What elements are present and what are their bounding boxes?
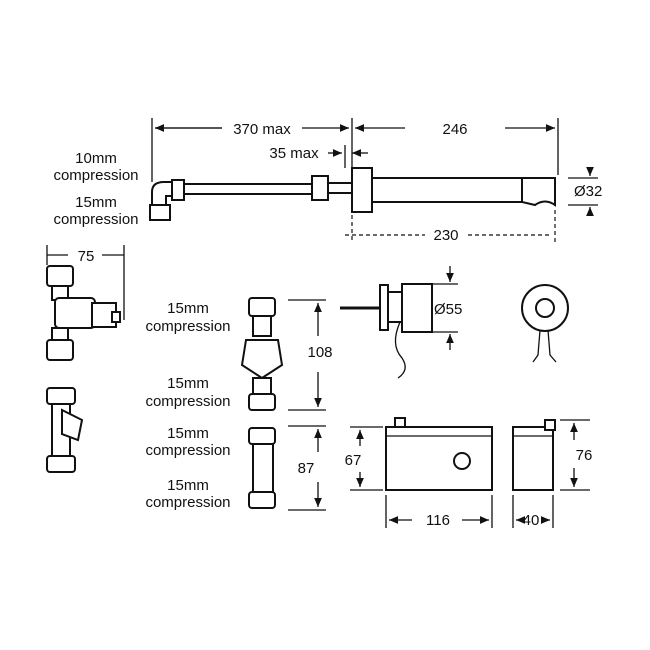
- label-strainer-bottom-size: 15mm: [167, 477, 209, 494]
- control-box-drawing: 67 116: [345, 417, 493, 529]
- sensor-drawing: Ø55: [340, 266, 462, 379]
- label-valve-top-size: 15mm: [167, 300, 209, 317]
- dim-wall-max: 35 max: [269, 145, 319, 162]
- dim-valve-height: 108: [307, 344, 332, 361]
- label-inlet-10-type: compression: [53, 167, 138, 184]
- dim-spout-length: 246: [442, 121, 467, 138]
- sensor-front-drawing: [521, 284, 569, 363]
- dim-overall-max: 370 max: [233, 121, 291, 138]
- spout-drawing: Ø32 230: [149, 166, 602, 244]
- solenoid-valve-drawing: 75: [46, 245, 125, 361]
- inline-strainer-drawing: 87: [248, 425, 326, 511]
- strainer-drawing: [46, 387, 84, 473]
- label-valve-bottom-type: compression: [145, 393, 230, 410]
- dim-valve-width: 75: [78, 248, 95, 265]
- dim-spout-diameter: Ø32: [574, 183, 602, 200]
- dim-spout-reach: 230: [433, 227, 458, 244]
- label-strainer-top-type: compression: [145, 442, 230, 459]
- isolating-valve-drawing: 108: [240, 297, 333, 411]
- label-valve-top-type: compression: [145, 318, 230, 335]
- dim-370-246: 370 max 246: [151, 118, 559, 182]
- label-inlet-15-size: 15mm: [75, 194, 117, 211]
- dim-box-height-side: 76: [576, 447, 593, 464]
- dim-box-width: 116: [426, 512, 450, 529]
- label-inlet-10-size: 10mm: [75, 150, 117, 167]
- dim-35-max: 35 max: [269, 145, 368, 168]
- dim-box-height-front: 67: [345, 452, 362, 469]
- dim-box-depth: 40: [523, 512, 540, 529]
- control-box-side-drawing: 40 76: [512, 419, 593, 529]
- dim-sensor-diameter: Ø55: [434, 301, 462, 318]
- label-strainer-top-size: 15mm: [167, 425, 209, 442]
- label-valve-bottom-size: 15mm: [167, 375, 209, 392]
- label-strainer-bottom-type: compression: [145, 494, 230, 511]
- label-inlet-15-type: compression: [53, 211, 138, 228]
- dim-strainer-height: 87: [298, 460, 315, 477]
